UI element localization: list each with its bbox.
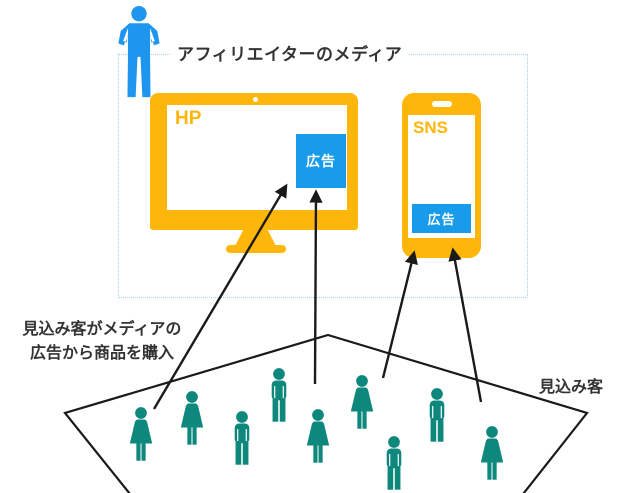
monitor-stand xyxy=(235,230,276,246)
monitor-camera-dot xyxy=(253,97,258,102)
prospect-person-man xyxy=(271,368,287,423)
prospects-label: 見込み客 xyxy=(539,379,604,396)
prospect-person-woman xyxy=(180,391,204,445)
prospect-person-man xyxy=(386,436,402,491)
monitor-base xyxy=(226,245,286,253)
prospect-person-woman xyxy=(350,375,374,429)
prospect-person-woman xyxy=(306,409,330,463)
phone-app-title: SNS xyxy=(413,118,448,137)
affiliate-media-label: アフィリエイターのメディア xyxy=(170,40,410,65)
monitor-screen: HP 広告 xyxy=(167,105,347,210)
purchase-caption-line2: 広告から商品を購入 xyxy=(29,345,174,362)
prospect-person-woman xyxy=(129,407,153,461)
phone-ad-box: 広告 xyxy=(412,204,471,233)
prospect-person-man xyxy=(234,411,250,466)
purchase-caption: 見込み客がメディアの 広告から商品を購入 xyxy=(12,318,192,366)
prospect-person-man xyxy=(429,388,445,443)
prospect-person-woman xyxy=(480,426,504,480)
smartphone: SNS 広告 xyxy=(402,93,481,258)
monitor-site-title: HP xyxy=(175,108,202,129)
purchase-caption-line1: 見込み客がメディアの xyxy=(22,321,182,338)
phone-speaker xyxy=(432,101,452,107)
desktop-monitor: HP 広告 xyxy=(150,93,358,259)
monitor-ad-box: 広告 xyxy=(296,134,346,188)
phone-screen: SNS 広告 xyxy=(408,115,475,238)
